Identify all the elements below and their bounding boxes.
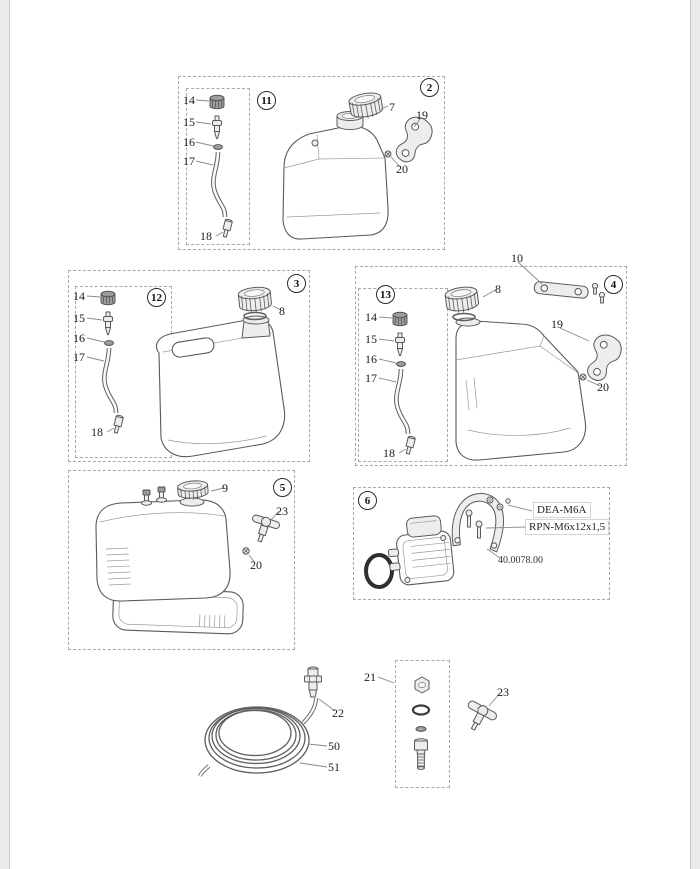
tap-23-left — [252, 514, 280, 543]
o-ring — [364, 553, 394, 589]
badge-2: 2 — [420, 78, 439, 97]
part-label-19: 19 — [416, 108, 428, 122]
part-label-21: 21 — [364, 670, 376, 684]
group-box-bottom-left — [68, 470, 295, 650]
pump-group — [364, 492, 511, 589]
tap-23-bottom — [467, 700, 498, 731]
part-label-50: 50 — [328, 739, 340, 753]
part-label-18: 18 — [200, 229, 212, 243]
part-label-19: 19 — [551, 317, 563, 331]
part-label-15: 15 — [365, 332, 377, 346]
part-label-20: 20 — [396, 162, 408, 176]
leader-lines — [210, 105, 601, 768]
part-label-20: 20 — [597, 380, 609, 394]
part-label-9: 9 — [222, 481, 228, 495]
group-box-mid-left — [68, 270, 310, 462]
badge-3: 3 — [287, 274, 306, 293]
pump-body — [387, 515, 455, 586]
group-box-mid-right — [355, 266, 627, 466]
hose-coil — [198, 697, 318, 777]
group-box-kit-13 — [358, 288, 448, 462]
badge-5: 5 — [273, 478, 292, 497]
part-label-15: 15 — [183, 115, 195, 129]
part-label-8: 8 — [495, 282, 501, 296]
screws-rpn — [465, 496, 511, 539]
badge-4: 4 — [604, 275, 623, 294]
part-label-17: 17 — [183, 154, 195, 168]
bracket-dea — [451, 492, 504, 553]
code-label-assembly: 40.0078.00 — [498, 555, 543, 566]
group-box-pump — [353, 487, 610, 600]
part-label-23: 23 — [276, 504, 288, 518]
part-label-18: 18 — [91, 425, 103, 439]
tank-4-group — [443, 281, 625, 461]
part-label-8: 8 — [279, 304, 285, 318]
part-label-23: 23 — [497, 685, 509, 699]
part-label-16: 16 — [73, 331, 85, 345]
drain-kit-21 — [411, 676, 431, 770]
part-label-14: 14 — [183, 93, 195, 107]
cap-9 — [177, 480, 209, 500]
screw-20-right — [579, 373, 587, 381]
valve-kit-12 — [87, 291, 124, 433]
badge-11: 11 — [257, 91, 276, 110]
group-box-top — [178, 76, 445, 250]
part-label-16: 16 — [365, 352, 377, 366]
code-label-rpn: RPN-M6x12x1,5 — [525, 519, 610, 535]
bracket-10 — [533, 281, 589, 299]
part-label-7: 7 — [389, 100, 395, 114]
tank-5-fittings — [141, 486, 167, 506]
valve-kit-13 — [379, 312, 416, 454]
fitting-22 — [304, 666, 322, 698]
badge-6: 6 — [358, 491, 377, 510]
cap-8-right — [443, 284, 481, 315]
cap-8-oring-left — [243, 311, 267, 321]
badge-13: 13 — [376, 285, 395, 304]
screw-20-top — [384, 150, 392, 158]
badge-12: 12 — [147, 288, 166, 307]
bracket-19-top — [393, 113, 437, 168]
tank-5-group — [95, 480, 280, 635]
tank-3-group — [155, 285, 286, 458]
part-label-16: 16 — [183, 135, 195, 149]
tank-2-group — [282, 90, 437, 240]
page-edge-right — [690, 0, 700, 869]
cap-8-oring-right — [452, 312, 476, 322]
part-label-20: 20 — [250, 558, 262, 572]
page-edge-left — [0, 0, 10, 869]
part-label-17: 17 — [365, 371, 377, 385]
valve-kit-11 — [196, 95, 233, 237]
part-label-18: 18 — [383, 446, 395, 460]
part-label-15: 15 — [73, 311, 85, 325]
cap-8-left — [237, 285, 273, 315]
part-label-14: 14 — [365, 310, 377, 324]
bracket-19-right — [585, 332, 625, 385]
screws-10 — [591, 282, 606, 304]
code-label-dea: DEA-M6A — [533, 502, 591, 518]
part-label-22: 22 — [332, 706, 344, 720]
group-box-kit-11 — [186, 88, 250, 245]
part-label-17: 17 — [73, 350, 85, 364]
part-label-51: 51 — [328, 760, 340, 774]
cap-7 — [347, 90, 385, 122]
part-label-14: 14 — [73, 289, 85, 303]
screw-20-bottom-left — [242, 547, 250, 555]
part-label-10: 10 — [511, 251, 523, 265]
group-box-drain-kit — [395, 660, 450, 788]
